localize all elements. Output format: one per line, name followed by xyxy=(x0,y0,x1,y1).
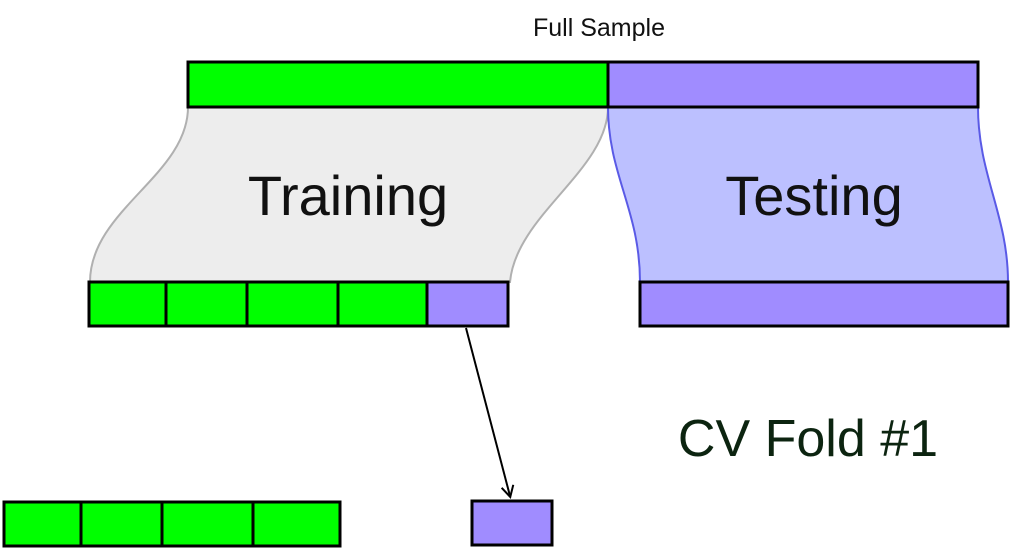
cv-fold-label: CV Fold #1 xyxy=(678,410,938,468)
cv-train-fold-3 xyxy=(160,500,255,548)
cv-train-fold-4 xyxy=(251,500,342,548)
validation-arrow xyxy=(465,327,510,496)
cv-validation-block xyxy=(470,499,554,547)
validation-fold xyxy=(425,280,510,328)
full-sample-test-segment xyxy=(606,60,980,109)
training-fold-2 xyxy=(164,280,249,328)
testing-bar xyxy=(638,280,1010,328)
full-sample-label: Full Sample xyxy=(533,14,665,42)
training-folds-bar xyxy=(87,280,510,328)
cv-train-fold-2 xyxy=(79,500,164,548)
training-band xyxy=(88,106,610,283)
cv-train-fold-1 xyxy=(2,500,83,548)
training-fold-4 xyxy=(336,280,429,328)
training-fold-1 xyxy=(87,280,168,328)
testing-label: Testing xyxy=(725,164,902,227)
training-fold-3 xyxy=(245,280,340,328)
training-label: Training xyxy=(248,164,448,227)
full-sample-train-segment xyxy=(186,60,610,109)
cv-train-folds-bar xyxy=(2,500,342,548)
